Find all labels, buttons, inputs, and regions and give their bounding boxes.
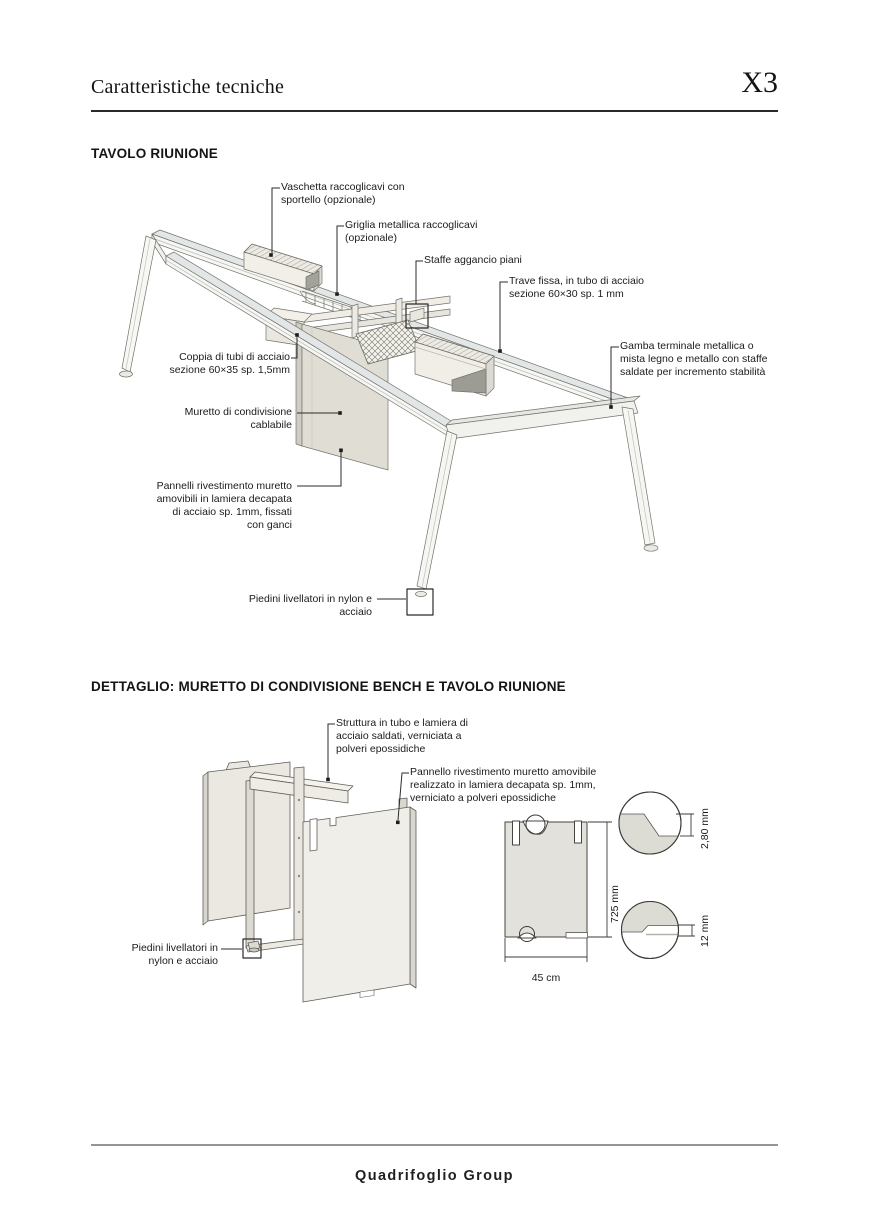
panel-dimension-drawing	[504, 814, 612, 962]
callout-griglia: Griglia metallica raccoglicavi (opzional…	[345, 219, 478, 244]
thickness-detail-bottom	[620, 900, 695, 960]
page-title: Caratteristiche tecniche	[91, 76, 285, 98]
callout-coppia: Coppia di tubi di acciaio sezione 60×35 …	[169, 351, 290, 376]
dimension-thickness-top: 2,80 mm	[699, 808, 711, 849]
callout-struttura: Struttura in tubo e lamiera di acciaio s…	[336, 717, 468, 755]
left-leg	[119, 233, 167, 378]
leader-lines	[271, 187, 619, 600]
callout-gamba: Gamba terminale metallica o mista legno …	[620, 340, 768, 378]
section-title-dettaglio: DETTAGLIO: MURETTO DI CONDIVISIONE BENCH…	[91, 679, 566, 694]
dimension-width: 45 cm	[531, 972, 561, 984]
page-code: X3	[741, 66, 778, 99]
piedini-callout-box	[406, 588, 434, 616]
dimension-lines	[504, 821, 612, 962]
callout-staffe: Staffe aggancio piani	[424, 254, 522, 266]
dimension-thickness-bottom: 12 mm	[699, 914, 711, 947]
staffe-callout-box	[405, 303, 429, 329]
callout-pannelli: Pannelli rivestimento muretto amovibili …	[156, 480, 292, 531]
wire-basket	[355, 319, 421, 365]
detail-leader-lines	[221, 723, 409, 950]
piedini-detail-callout-box	[242, 938, 262, 959]
dimension-height: 725 mm	[609, 885, 621, 923]
detail-leader-dots	[326, 777, 400, 825]
callout-pannello: Pannello rivestimento muretto amovibile …	[410, 766, 597, 804]
callout-vaschetta: Vaschetta raccoglicavi con sportello (op…	[281, 181, 405, 206]
transverse-tubes	[265, 295, 451, 347]
footer-rule	[91, 1144, 778, 1146]
header-rule	[91, 110, 778, 112]
brand-footer: Quadrifoglio Group	[355, 1168, 514, 1184]
cable-tray-top	[243, 243, 323, 305]
callout-trave: Trave fissa, in tubo di acciaio sezione …	[509, 275, 645, 300]
muretto-exploded-drawing	[202, 760, 417, 1003]
callout-piedini: Piedini livellatori in nylon e acciaio	[248, 593, 372, 618]
steel-frame	[245, 766, 354, 953]
hanger-plate	[351, 303, 359, 339]
front-panel	[302, 797, 417, 1003]
section-title-tavolo-riunione: TAVOLO RIUNIONE	[91, 146, 218, 161]
callout-piedini-detail: Piedini livellatori in nylon e acciaio	[131, 942, 218, 967]
meeting-table-drawing	[119, 229, 659, 616]
thickness-detail-top	[618, 791, 694, 855]
terminal-leg-assembly	[415, 395, 659, 597]
callout-muretto: Muretto di condivisione cablabile	[184, 406, 292, 431]
leader-dots	[269, 253, 613, 453]
cable-tray-bottom	[414, 333, 495, 397]
